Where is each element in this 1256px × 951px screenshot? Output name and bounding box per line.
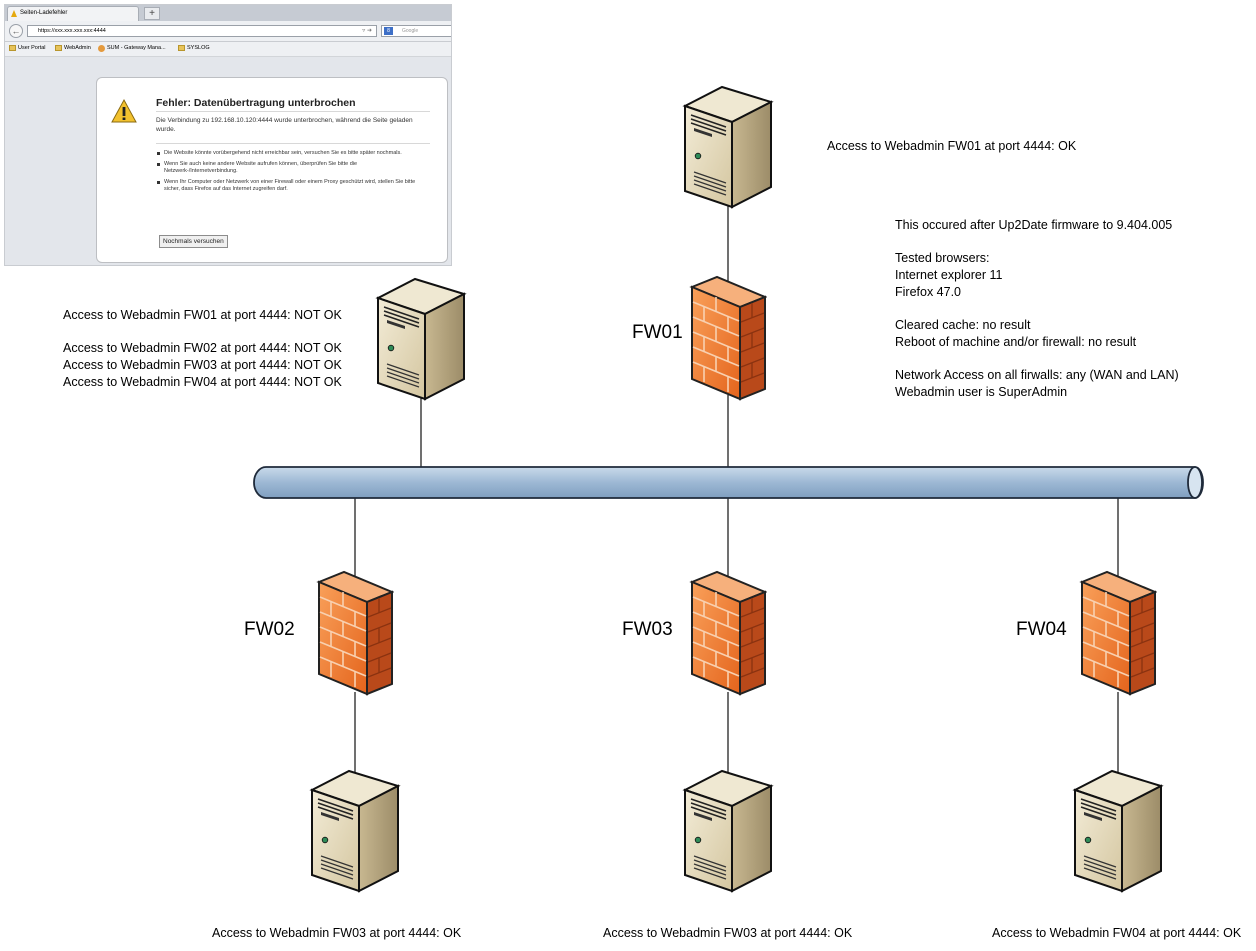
note-network-access: Network Access on all firwalls: any (WAN… [895, 368, 1179, 383]
note-webadmin-user: Webadmin user is SuperAdmin [895, 384, 1068, 399]
warning-icon [111, 98, 137, 123]
fw04-label: FW04 [1016, 619, 1067, 640]
fw03-label: FW03 [622, 619, 673, 640]
network-bus [253, 466, 1204, 499]
firewall-icon-fw04 [1081, 571, 1156, 695]
google-icon: 8 [384, 27, 393, 35]
fw01-label: FW01 [632, 322, 683, 343]
warning-icon [11, 10, 17, 17]
error-title: Fehler: Datenübertragung unterbrochen [156, 97, 356, 109]
new-tab-button[interactable]: + [144, 7, 160, 20]
spacer [63, 324, 342, 341]
spacer [895, 301, 1179, 318]
url-text: https://xxx.xxx.xxx.xxx:4444 [38, 28, 106, 34]
connection-lines [354, 205, 1119, 772]
note-reboot: Reboot of machine and/or firewall: no re… [895, 334, 1137, 349]
fw02-label: FW02 [244, 619, 295, 640]
server-icon-fw03 [684, 770, 772, 892]
left-server-status: Access to Webadmin FW01 at port 4444: NO… [63, 307, 342, 391]
list-item: Wenn Ihr Computer oder Netzwerk von eine… [156, 179, 426, 193]
url-bar[interactable]: https://xxx.xxx.xxx.xxx:4444 ▿ ➜ [27, 25, 377, 37]
divider [156, 111, 430, 112]
note-browsers-heading: Tested browsers: [895, 251, 990, 266]
fw02-server-status: Access to Webadmin FW03 at port 4444: OK [212, 926, 462, 940]
status-line: Access to Webadmin FW03 at port 4444: NO… [63, 358, 342, 373]
back-arrow-icon[interactable]: ← [9, 24, 23, 38]
navigation-bar: ← https://xxx.xxx.xxx.xxx:4444 ▿ ➜ 8 Goo… [5, 21, 451, 42]
note-browser-2: Firefox 47.0 [895, 284, 962, 299]
server-icon-fw01 [684, 86, 772, 208]
firewall-icon-fw03 [691, 571, 766, 695]
status-line: Access to Webadmin FW02 at port 4444: NO… [63, 341, 342, 356]
tab-bar: Seiten-Ladefehler + [5, 5, 451, 21]
folder-icon [55, 45, 62, 51]
bookmark-webadmin[interactable]: WebAdmin [55, 45, 91, 51]
fw03-server-status: Access to Webadmin FW03 at port 4444: OK [603, 926, 853, 940]
status-line: Access to Webadmin FW04 at port 4444: NO… [63, 374, 342, 389]
retry-button[interactable]: Nochmals versuchen [159, 235, 228, 248]
firewall-icon-fw02 [318, 571, 393, 695]
tab-title: Seiten-Ladefehler [20, 10, 68, 16]
list-item: Die Website könnte vorübergehend nicht e… [156, 150, 426, 157]
server-icon-fw04 [1074, 770, 1162, 892]
error-dialog: Fehler: Datenübertragung unterbrochen Di… [96, 77, 448, 263]
search-placeholder: Google [402, 28, 419, 34]
spacer [895, 234, 1179, 251]
browser-tab[interactable]: Seiten-Ladefehler [7, 6, 139, 21]
bookmark-user-portal[interactable]: User Portal [9, 45, 46, 51]
error-description: Die Verbindung zu 192.168.10.120:4444 wu… [156, 117, 413, 133]
note-firmware: This occured after Up2Date firmware to 9… [895, 218, 1173, 232]
bookmark-sum-gateway[interactable]: SUM - Gateway Mana... [98, 45, 166, 52]
search-input[interactable]: 8 Google [381, 25, 451, 37]
fw01-server-status: Access to Webadmin FW01 at port 4444: OK [827, 139, 1077, 153]
reload-icon[interactable]: ▿ ➜ [362, 28, 372, 34]
server-icon-left [377, 278, 465, 400]
notes-block: This occured after Up2Date firmware to 9… [895, 217, 1179, 401]
fw04-server-status: Access to Webadmin FW04 at port 4444: OK [992, 926, 1242, 940]
error-suggestions: Die Website könnte vorübergehend nicht e… [156, 150, 426, 197]
list-item: Wenn Sie auch keine andere Website aufru… [156, 161, 426, 175]
firewall-icon-fw01 [691, 276, 766, 400]
server-icon-fw02 [311, 770, 399, 892]
bookmarks-bar: User Portal WebAdmin SUM - Gateway Mana.… [5, 42, 451, 57]
status-line: Access to Webadmin FW01 at port 4444: NO… [63, 308, 342, 322]
note-cache: Cleared cache: no result [895, 318, 1031, 333]
folder-icon [178, 45, 185, 51]
bookmark-syslog[interactable]: SYSLOG [178, 45, 210, 51]
folder-icon [9, 45, 16, 51]
spacer [895, 351, 1179, 368]
note-browser-1: Internet explorer 11 [895, 268, 1003, 283]
globe-icon [98, 45, 105, 52]
divider [156, 143, 430, 144]
browser-screenshot: Seiten-Ladefehler + ← https://xxx.xxx.xx… [4, 4, 452, 266]
